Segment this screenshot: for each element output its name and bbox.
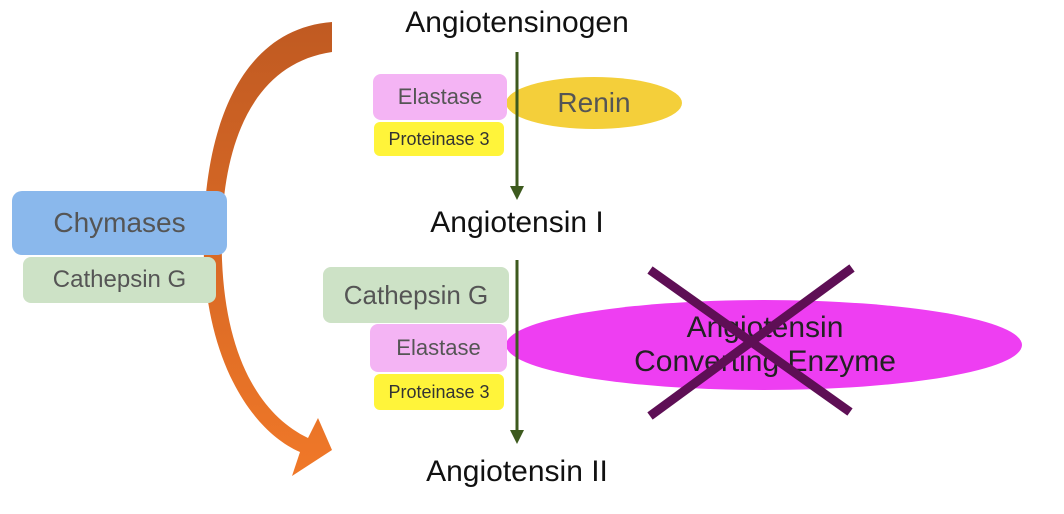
elastase-box-step1: Elastase xyxy=(373,74,507,120)
elastase-box-step2: Elastase xyxy=(370,324,507,372)
ace-label: Angiotensin Converting Enzyme xyxy=(540,305,990,385)
angiotensin-i-label: Angiotensin I xyxy=(430,206,604,239)
arrowhead-2 xyxy=(510,430,524,444)
cathepsin-g-box-step2: Cathepsin G xyxy=(323,267,509,323)
arrowhead-1 xyxy=(510,186,524,200)
cathepsin-g-box-bypass: Cathepsin G xyxy=(23,257,216,303)
renin-ellipse xyxy=(506,77,682,129)
proteinase3-box-step2: Proteinase 3 xyxy=(374,374,504,410)
angiotensin-ii-label: Angiotensin II xyxy=(426,455,608,488)
ace-label-line2: Converting Enzyme xyxy=(634,345,896,378)
bypass-arrow xyxy=(203,22,332,476)
renin-label: Renin xyxy=(557,87,631,118)
angiotensinogen-label: Angiotensinogen xyxy=(405,6,629,39)
proteinase3-box-step1: Proteinase 3 xyxy=(374,122,504,156)
ace-label-line1: Angiotensin xyxy=(686,311,844,344)
chymases-box: Chymases xyxy=(12,191,227,255)
